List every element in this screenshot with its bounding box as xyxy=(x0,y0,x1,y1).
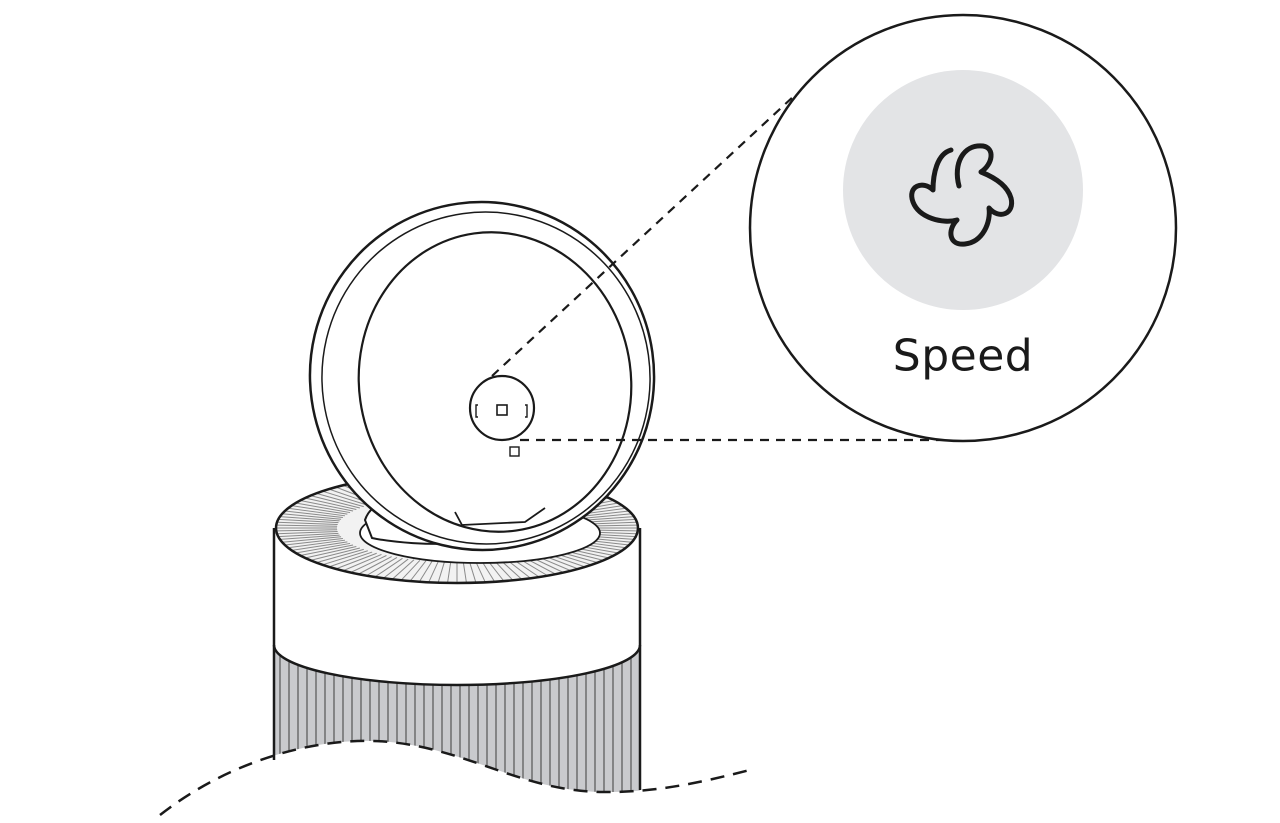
fan-icon xyxy=(909,143,1015,247)
purifier-head xyxy=(308,200,656,552)
speed-label: Speed xyxy=(892,330,1034,382)
callout-magnifier xyxy=(748,13,1178,443)
speed-button-small xyxy=(468,374,536,442)
cutaway-mask xyxy=(160,740,750,823)
speed-button xyxy=(843,70,1083,310)
cutaway-line xyxy=(159,739,751,816)
callout-leaders xyxy=(491,94,950,442)
